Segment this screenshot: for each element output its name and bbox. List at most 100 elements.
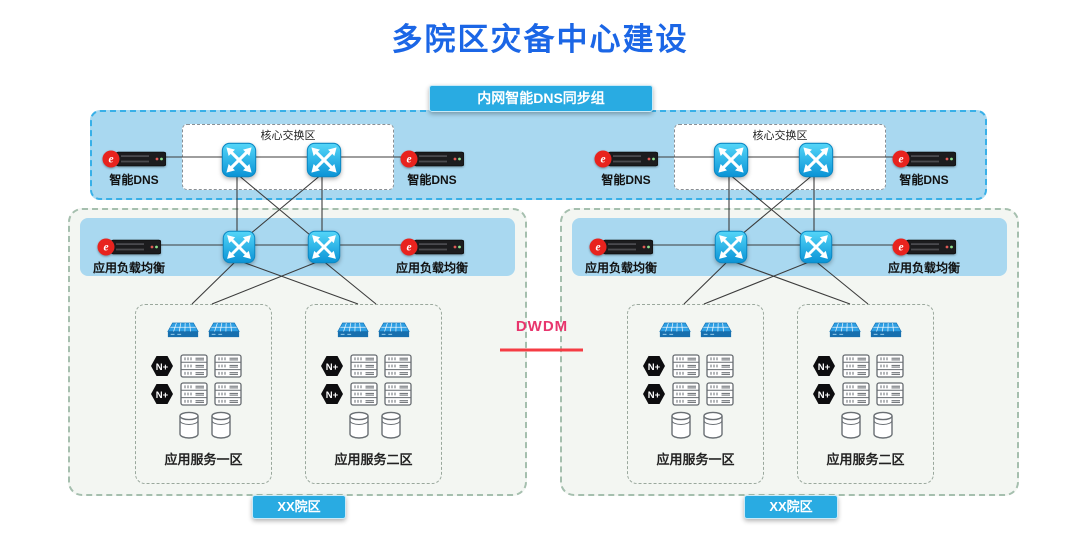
- nplus-hexagon-icon: N+: [642, 383, 666, 405]
- server-device-icon: [594, 149, 658, 169]
- zone-label: 应用服务二区: [334, 452, 413, 467]
- flat-switch-icon: [658, 321, 692, 342]
- service-zone: N+ N+ 应用服务一区: [627, 304, 764, 484]
- switch-icon: [222, 230, 256, 264]
- zone-label: 应用服务二区: [826, 452, 905, 467]
- flat-switch-icon: [336, 321, 370, 342]
- switch-icon: [799, 230, 833, 264]
- load-balancer-device: 应用负载均衡: [874, 237, 974, 276]
- nplus-label: N+: [156, 362, 169, 373]
- server-device-icon: [102, 149, 166, 169]
- smart-dns-device: 智能DNS: [392, 149, 472, 188]
- nplus-hexagon-icon: N+: [150, 383, 174, 405]
- server-rack-icon: [350, 382, 378, 406]
- server-rack-icon: [842, 382, 870, 406]
- flat-switch-icon: [166, 321, 200, 342]
- server-rack-icon: [384, 382, 412, 406]
- server-device-icon: [892, 237, 956, 257]
- database-icon: [702, 411, 724, 439]
- flat-switch-icon: [699, 321, 733, 342]
- zone-label: 应用服务一区: [164, 452, 243, 467]
- server-device-icon: [892, 149, 956, 169]
- core-area-label: 核心交换区: [260, 130, 316, 142]
- campus-badge: XX院区: [252, 495, 346, 519]
- nplus-hexagon-icon: N+: [150, 355, 174, 377]
- nplus-label: N+: [818, 362, 831, 373]
- device-label: 应用负载均衡: [584, 261, 657, 275]
- campus-panel: 应用负载均衡 应用负载均衡 N+ N+ 应用服务一区 N+ N: [560, 208, 1019, 519]
- load-balancer-device: 应用负载均衡: [382, 237, 482, 276]
- server-rack-icon: [876, 382, 904, 406]
- database-icon: [178, 411, 200, 439]
- core-switch-area: 核心交换区: [674, 124, 886, 190]
- nplus-hexagon-icon: N+: [320, 383, 344, 405]
- campus-panel: 应用负载均衡 应用负载均衡 N+ N+ 应用服务一区 N+ N: [68, 208, 527, 519]
- flat-switch-icon: [828, 321, 862, 342]
- service-zone: N+ N+ 应用服务二区: [305, 304, 442, 484]
- nplus-label: N+: [156, 390, 169, 401]
- server-device-icon: [97, 237, 161, 257]
- database-icon: [348, 411, 370, 439]
- device-label: 智能DNS: [109, 173, 159, 187]
- nplus-label: N+: [648, 390, 661, 401]
- database-icon: [840, 411, 862, 439]
- switch-icon: [714, 230, 748, 264]
- server-rack-icon: [214, 382, 242, 406]
- load-balancer-device: 应用负载均衡: [79, 237, 179, 276]
- smart-dns-device: 智能DNS: [586, 149, 666, 188]
- nplus-label: N+: [818, 390, 831, 401]
- database-icon: [670, 411, 692, 439]
- nplus-label: N+: [326, 362, 339, 373]
- switch-icon: [798, 142, 834, 178]
- server-device-icon: [400, 149, 464, 169]
- flat-switch-icon: [377, 321, 411, 342]
- server-rack-icon: [672, 382, 700, 406]
- server-device-icon: [589, 237, 653, 257]
- switch-icon: [221, 142, 257, 178]
- switch-icon: [307, 230, 341, 264]
- server-rack-icon: [706, 354, 734, 378]
- page-title: 多院区灾备中心建设: [391, 22, 689, 57]
- device-label: 应用负载均衡: [92, 261, 165, 275]
- load-balancer-device: 应用负载均衡: [571, 237, 671, 276]
- database-icon: [872, 411, 894, 439]
- nplus-label: N+: [326, 390, 339, 401]
- flat-switch-icon: [207, 321, 241, 342]
- database-icon: [380, 411, 402, 439]
- dns-band: 智能DNS 核心交换区 智能DNS 智能DNS 核心交换区 智能DNS: [90, 110, 987, 200]
- nplus-hexagon-icon: N+: [642, 355, 666, 377]
- device-label: 智能DNS: [899, 173, 949, 187]
- server-device-icon: [400, 237, 464, 257]
- database-icon: [210, 411, 232, 439]
- switch-icon: [713, 142, 749, 178]
- server-rack-icon: [180, 354, 208, 378]
- smart-dns-device: 智能DNS: [884, 149, 964, 188]
- server-rack-icon: [214, 354, 242, 378]
- dns-sync-group-badge: 内网智能DNS同步组: [429, 85, 653, 112]
- server-rack-icon: [180, 382, 208, 406]
- server-rack-icon: [876, 354, 904, 378]
- device-label: 应用负载均衡: [395, 261, 468, 275]
- nplus-hexagon-icon: N+: [320, 355, 344, 377]
- service-zone: N+ N+ 应用服务二区: [797, 304, 934, 484]
- device-label: 应用负载均衡: [887, 261, 960, 275]
- flat-switch-icon: [869, 321, 903, 342]
- nplus-label: N+: [648, 362, 661, 373]
- device-label: 智能DNS: [601, 173, 651, 187]
- device-label: 智能DNS: [407, 173, 457, 187]
- server-rack-icon: [350, 354, 378, 378]
- server-rack-icon: [672, 354, 700, 378]
- server-rack-icon: [706, 382, 734, 406]
- core-area-label: 核心交换区: [752, 130, 808, 142]
- nplus-hexagon-icon: N+: [812, 383, 836, 405]
- zone-label: 应用服务一区: [656, 452, 735, 467]
- nplus-hexagon-icon: N+: [812, 355, 836, 377]
- core-switch-area: 核心交换区: [182, 124, 394, 190]
- campus-badge: XX院区: [744, 495, 838, 519]
- dwdm-label: DWDM: [515, 318, 569, 335]
- server-rack-icon: [842, 354, 870, 378]
- server-rack-icon: [384, 354, 412, 378]
- switch-icon: [306, 142, 342, 178]
- service-zone: N+ N+ 应用服务一区: [135, 304, 272, 484]
